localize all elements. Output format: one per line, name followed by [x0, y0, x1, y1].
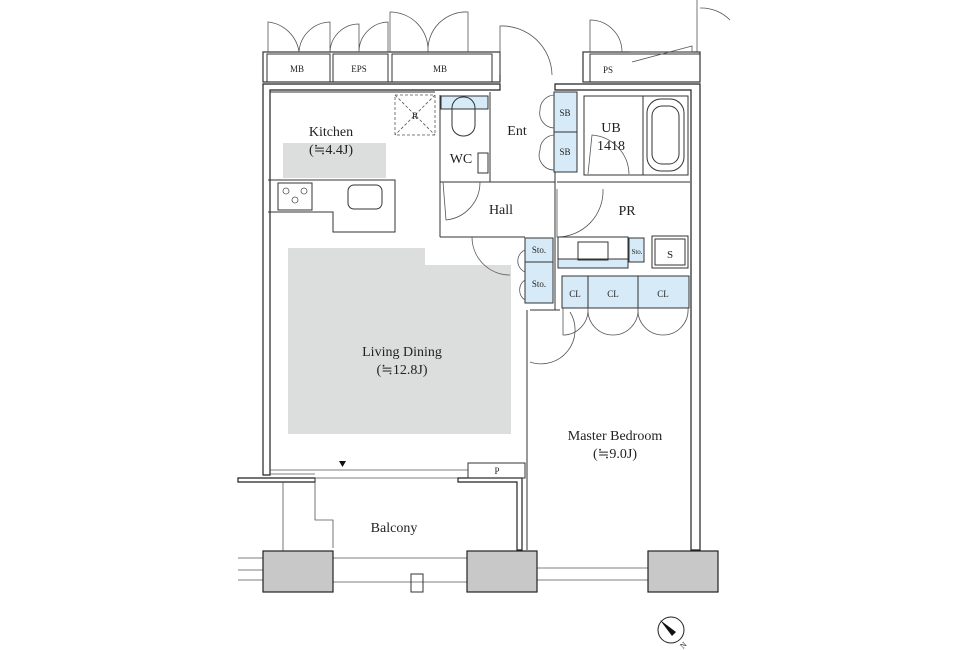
kitchen-area	[283, 143, 386, 178]
sb-label: SB	[559, 147, 570, 157]
wc-fixtures	[440, 95, 489, 221]
mb-label: MB	[433, 64, 447, 74]
cl-label: CL	[657, 289, 669, 299]
unit-bath	[583, 95, 689, 176]
mb-label: MB	[290, 64, 304, 74]
shoe-boxes: SB SB	[538, 91, 578, 173]
living-dining-area	[288, 248, 511, 434]
master-bedroom-area-label: (≒9.0J)	[593, 447, 637, 462]
cl-label: CL	[607, 289, 619, 299]
pr-label: PR	[618, 204, 636, 219]
wc-label: WC	[450, 152, 473, 167]
kitchen-label: Kitchen	[309, 125, 353, 140]
sto-label: Sto.	[631, 248, 642, 256]
stove-icon	[277, 182, 313, 211]
ub-label: UB	[601, 121, 620, 136]
sb-label: SB	[559, 108, 570, 118]
sto-label: Sto.	[532, 245, 546, 255]
s-label: S	[667, 249, 673, 261]
living-dining-label: Living Dining	[362, 345, 442, 360]
north-label: N	[678, 640, 689, 650]
living-dining-area-label: (≒12.8J)	[376, 363, 427, 378]
compass-icon: N	[657, 616, 689, 650]
master-bedroom-label: Master Bedroom	[568, 429, 663, 444]
kitchen-counter: R	[268, 94, 436, 233]
kitchen-area-label: (≒4.4J)	[309, 143, 353, 158]
hall-label: Hall	[489, 203, 513, 218]
entrance-marker-icon	[339, 461, 346, 467]
pillar	[466, 550, 538, 593]
ps-label: PS	[603, 65, 613, 75]
powder-room-fixtures: Sto. S Sto. Sto.	[471, 188, 689, 304]
bathtub-icon	[646, 98, 685, 172]
balcony-structure: P	[238, 461, 719, 593]
eps-label: EPS	[351, 64, 367, 74]
sto-label: Sto.	[532, 279, 546, 289]
ub-size-label: 1418	[597, 139, 625, 154]
p-label: P	[494, 466, 499, 476]
ent-label: Ent	[507, 124, 527, 139]
refrigerator-label: R	[412, 111, 418, 121]
pillar	[262, 550, 334, 593]
balcony-label: Balcony	[371, 521, 418, 536]
sink-icon	[347, 184, 383, 210]
closets: CL CL CL	[529, 275, 690, 365]
toilet-icon	[451, 96, 476, 137]
pillar	[647, 550, 719, 593]
cl-label: CL	[569, 289, 581, 299]
utility-closets: MB EPS MB PS	[262, 0, 731, 83]
